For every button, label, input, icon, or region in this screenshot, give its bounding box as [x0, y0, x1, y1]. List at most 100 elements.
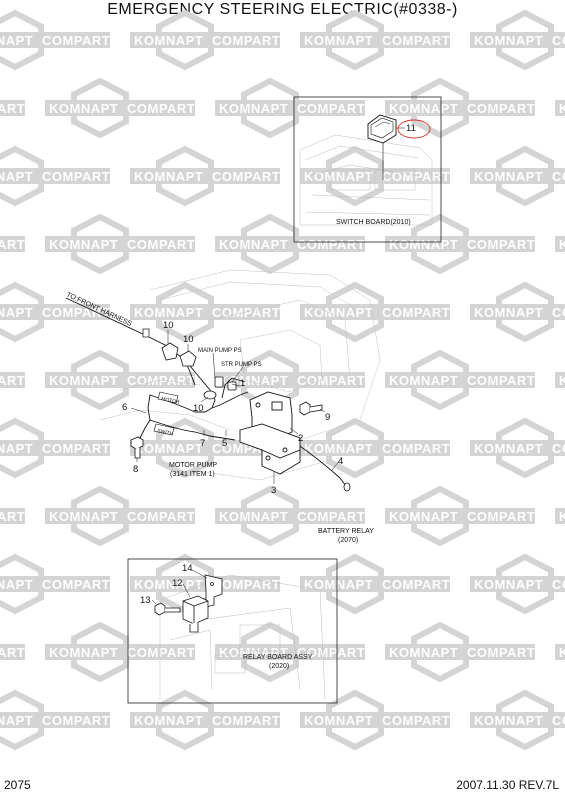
watermark-text-left: KOMNAPT	[219, 237, 288, 252]
watermark-text-right: COMPART	[297, 509, 365, 524]
watermark-bar	[300, 576, 450, 592]
callout-12: 12	[172, 578, 183, 589]
watermark-logo-icon	[0, 281, 44, 343]
watermark-logo-icon	[71, 77, 129, 139]
connector-plug-icon	[142, 328, 150, 338]
watermark-text-right: COMPART	[212, 305, 280, 320]
watermark-text-left: KOMNAPT	[304, 169, 373, 184]
watermark-bar	[0, 168, 110, 184]
watermark-text-left: KOMNAPT	[389, 101, 458, 116]
watermark-bar	[215, 236, 365, 252]
watermark-text-left: KOMNAPT	[304, 441, 373, 456]
callout-9: 9	[325, 412, 330, 423]
callout-3: 3	[271, 485, 276, 496]
watermark-logo-icon	[496, 145, 554, 207]
watermark-bar	[470, 712, 565, 728]
watermark-text-right: COMPART	[127, 237, 195, 252]
watermark-bar	[555, 100, 565, 116]
callout-11: 11	[406, 123, 416, 134]
motor-tag-label: MOTOR	[161, 396, 181, 406]
watermark-text-right: COMPART	[382, 305, 450, 320]
watermark-text-right: COMPART	[0, 645, 25, 660]
bolt-13-icon	[154, 602, 181, 616]
relay-board-inset: 14 12 13 RELAY BOARD ASSY (2020)	[127, 558, 338, 704]
watermark-text-left: KOMNAPT	[49, 101, 118, 116]
watermark-bar	[385, 236, 535, 252]
callout-10-a: 10	[163, 320, 174, 331]
watermark-bar	[45, 508, 195, 524]
watermark-logo-icon	[496, 553, 554, 615]
watermark-bar	[0, 100, 25, 116]
watermark-bar	[555, 508, 565, 524]
clip-10-b	[179, 350, 197, 367]
watermark-logo-icon	[156, 281, 214, 343]
page-title: EMERGENCY STEERING ELECTRIC(#0338-)	[107, 1, 458, 18]
watermark-text-left: KOMNAPT	[49, 373, 118, 388]
part-11-highlight	[397, 119, 431, 139]
watermark-bar	[215, 372, 365, 388]
watermark-bar	[0, 236, 25, 252]
motor-tag	[157, 391, 179, 404]
callout-10-b: 10	[183, 334, 194, 345]
watermark-bar	[470, 440, 565, 456]
watermark-bar	[0, 644, 25, 660]
relay-12-icon	[182, 595, 209, 633]
watermark-bar	[45, 100, 195, 116]
watermark-text-right: COMPART	[382, 713, 450, 728]
callout-10-c: 10	[193, 403, 204, 414]
watermark-bar	[470, 32, 565, 48]
callout-7: 7	[200, 438, 205, 449]
watermark-text-left: KOMNAPT	[474, 33, 543, 48]
rocker-switch-icon	[367, 114, 397, 180]
watermark-bar	[470, 304, 565, 320]
bracket-14-icon	[204, 574, 223, 608]
clip-10-c	[203, 390, 217, 400]
watermark-logo-icon	[0, 9, 44, 71]
watermark-text-right: COMPART	[467, 645, 535, 660]
watermark-logo-icon	[326, 9, 384, 71]
watermark-logo-icon	[71, 621, 129, 683]
switch-tag	[153, 423, 175, 436]
watermark-text-right: COMPART	[212, 169, 280, 184]
watermark-text-left: KOMNAPT	[134, 577, 203, 592]
watermark-bar	[130, 32, 280, 48]
watermark-bar	[130, 712, 280, 728]
watermark-logo-icon	[496, 689, 554, 751]
watermark-bar	[300, 712, 450, 728]
relay-bracket-assembly	[239, 391, 301, 475]
page-number: 2075	[4, 778, 31, 792]
watermark-logo-icon	[71, 485, 129, 547]
watermark-bar	[0, 712, 110, 728]
watermark-bar	[45, 644, 195, 660]
watermark-text-left: KOMNAPT	[474, 713, 543, 728]
watermark-bar	[215, 644, 365, 660]
watermark-text-left: KOMNAPT	[389, 237, 458, 252]
watermark-logo-icon	[0, 145, 44, 207]
callout-13: 13	[140, 595, 151, 606]
watermark-logo-icon	[326, 145, 384, 207]
watermark-text-right: COMPART	[382, 577, 450, 592]
callout-8: 8	[133, 464, 138, 475]
watermark-logo-icon	[241, 485, 299, 547]
watermark-text-left: KOMNAPT	[304, 33, 373, 48]
watermark-logo-icon	[326, 281, 384, 343]
watermark-text-right: COMPART	[0, 101, 25, 116]
watermark-text-left: KOMNAPT	[134, 441, 203, 456]
watermark-text-right: COMPART	[382, 441, 450, 456]
watermark-text-left: KOMNAPT	[219, 509, 288, 524]
clip-10-a	[161, 342, 179, 361]
bolt-9-icon	[299, 401, 323, 416]
watermark-text-left: KOMNAPT	[49, 645, 118, 660]
watermark-text-left: KOMNAPT	[474, 441, 543, 456]
watermark-logo-icon	[326, 689, 384, 751]
str-pump-label: STR PUMP PS	[221, 362, 262, 368]
watermark-logo-icon	[326, 417, 384, 479]
watermark-text-left: KOMNAPT	[559, 101, 565, 116]
watermark-bar	[0, 372, 25, 388]
watermark-logo-icon	[241, 621, 299, 683]
bolt-8-icon	[130, 436, 144, 459]
watermark-text-left: KOMNAPT	[0, 33, 33, 48]
watermark-text-right: COMPART	[0, 373, 25, 388]
watermark-text-right: COMPART	[552, 713, 565, 728]
watermark-text-right: COMPART	[212, 713, 280, 728]
